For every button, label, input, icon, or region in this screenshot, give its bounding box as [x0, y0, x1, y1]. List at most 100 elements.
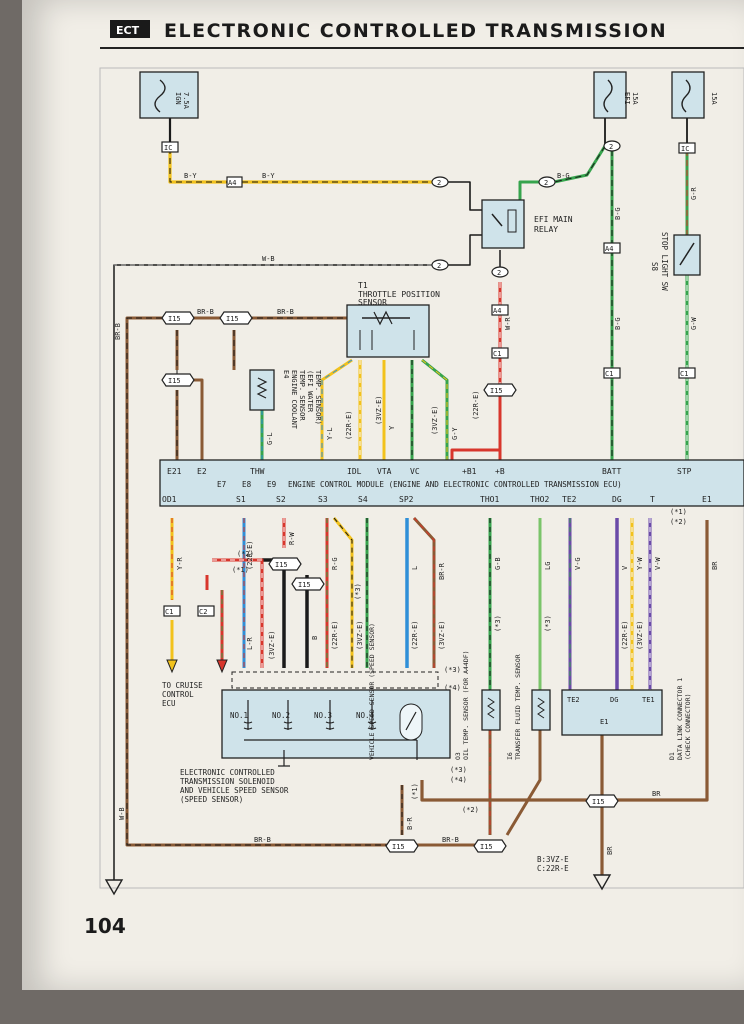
svg-text:A4: A4	[605, 245, 613, 253]
variant-22r-6: (22R-E)	[621, 620, 629, 650]
svg-text:C1: C1	[493, 350, 501, 358]
pin-b: +B	[495, 467, 505, 476]
wire-lr: L-R	[246, 637, 254, 650]
wire-wr: W-R	[504, 317, 512, 330]
dlc-l2: (CHECK CONNECTOR)	[684, 693, 692, 760]
variant-3vz-1: (3VZ-E)	[375, 395, 383, 425]
stop-light-switch: STOP LIGHT SW S8	[650, 232, 701, 291]
ecm-label: ENGINE CONTROL MODULE (ENGINE AND ELECTR…	[288, 480, 622, 489]
svg-text:2: 2	[437, 179, 441, 187]
stop-switch-id: S8	[650, 262, 659, 272]
fuse-stop: 15A	[671, 71, 718, 119]
efi-main-relay: EFI MAIN RELAY	[481, 199, 573, 249]
connectors: IC A4 2 2 2 IC 2 2 A4 C1 A4 C1 C1 I15 I1…	[161, 140, 696, 853]
ect-badge-text: ECT	[116, 24, 140, 37]
variant-22r-4: (22R-E)	[331, 620, 339, 650]
wire-rg: R-G	[331, 557, 339, 570]
wire-bg-2: B-G	[614, 207, 622, 220]
pin-tho1: THO1	[480, 495, 499, 504]
oil-temp-label: OIL TEMP. SENSOR (FOR A44DF)	[462, 650, 470, 760]
coolant-l2: TEMP. SENSOR	[298, 370, 306, 421]
wire-labels: B-Y B-Y B-G W-B BR-B BR-B BR-B W-R B-G B…	[114, 172, 719, 855]
solenoid-no3: NO.3	[314, 711, 332, 720]
pin-s2: S2	[276, 495, 286, 504]
wire-l: L	[411, 566, 419, 570]
svg-text:IC: IC	[681, 145, 689, 153]
transfer-id: I6	[506, 752, 514, 760]
coolant-l3: (EFI WATER	[306, 370, 314, 413]
dlc-pin-dg: DG	[610, 696, 618, 704]
wire-b: B	[311, 636, 319, 640]
transfer-fluid-sensor: TRANSFER FLUID TEMP. SENSOR I6	[506, 654, 551, 760]
page-frame	[99, 67, 744, 889]
solenoid-no4: NO.4	[356, 711, 375, 720]
svg-text:I15: I15	[298, 581, 311, 589]
solenoid-l2: TRANSMISSION SOLENOID	[180, 777, 275, 786]
pin-sp2: SP2	[399, 495, 414, 504]
mark-3a: (*3)	[354, 583, 362, 600]
svg-text:A4: A4	[228, 179, 236, 187]
mark-3b: (*3)	[494, 615, 502, 632]
wire-gl: G-L	[266, 432, 274, 445]
svg-text:2: 2	[544, 179, 548, 187]
svg-text:C1: C1	[680, 370, 688, 378]
legend-b: B:3VZ-E	[537, 855, 569, 864]
variant-3vz-4: (3VZ-E)	[356, 620, 364, 650]
pin-dg: DG	[612, 495, 622, 504]
cruise-arrows: TO CRUISE CONTROL ECU	[162, 659, 228, 708]
dlc-pin-te2: TE2	[567, 696, 580, 704]
wire-brb-4: BR-B	[254, 836, 271, 844]
variant-3vz-2: (3VZ-E)	[431, 405, 439, 435]
ecm-conn-e7: E7	[217, 480, 226, 489]
svg-text:2: 2	[437, 262, 441, 270]
cruise-l3: ECU	[162, 699, 176, 708]
tps-id: T1	[358, 281, 368, 290]
pin-t: T	[650, 495, 655, 504]
wires	[113, 118, 709, 880]
variant-22r-3: (22R-E)	[246, 540, 254, 570]
wire-y: Y	[388, 425, 396, 430]
svg-text:I15: I15	[490, 387, 503, 395]
svg-text:I15: I15	[480, 843, 493, 851]
pin-s4: S4	[358, 495, 368, 504]
wire-yw: Y-W	[636, 557, 644, 570]
mark-3d: (*3)	[444, 666, 461, 674]
pin-e2: E2	[197, 467, 207, 476]
svg-text:C1: C1	[165, 608, 173, 616]
mark-3c: (*3)	[544, 615, 552, 632]
dlc-l1: DATA LINK CONNECTOR 1	[676, 678, 684, 760]
cruise-l2: CONTROL	[162, 690, 194, 699]
pin-vta: VTA	[377, 467, 392, 476]
mark-1c: (*1)	[670, 508, 687, 516]
fuse-efi-name: EFI	[623, 92, 631, 105]
coolant-id: E4	[282, 370, 290, 378]
variant-22r-5: (22R-E)	[411, 620, 419, 650]
solenoid-l3: AND VEHICLE SPEED SENSOR	[180, 786, 289, 795]
wire-wb-2: W-B	[118, 807, 126, 820]
variant-3vz-3: (3VZ-E)	[268, 630, 276, 660]
dlc-pin-te1: TE1	[642, 696, 655, 704]
transmission-solenoid: NO.1 NO.2 NO.3 NO.4 VEHICLE SPEED SENSOR…	[180, 623, 451, 804]
coolant-l1: ENGINE COOLANT	[290, 370, 298, 430]
wire-gy: G-Y	[451, 427, 459, 440]
dlc-pin-e1: E1	[600, 718, 608, 726]
svg-text:I15: I15	[168, 315, 181, 323]
relay-name-2: RELAY	[534, 225, 558, 234]
oil-temp-id: O3	[454, 752, 462, 760]
pin-od1: OD1	[162, 495, 177, 504]
fuse-ign-name: IGN	[174, 92, 182, 105]
wire-br: BR	[711, 561, 719, 570]
svg-text:2: 2	[497, 269, 501, 277]
wire-brr: BR-R	[438, 562, 446, 580]
ecm-conn-e8: E8	[242, 480, 252, 489]
wire-bg-3: B-G	[614, 317, 622, 330]
throttle-position-sensor: T1 THROTTLE POSITION SENSOR	[346, 281, 440, 358]
solenoid-l4: (SPEED SENSOR)	[180, 795, 243, 804]
ecm-conn-e9: E9	[267, 480, 277, 489]
wire-gr: G-R	[690, 187, 698, 200]
pin-idl: IDL	[347, 467, 362, 476]
wire-by-1: B-Y	[184, 172, 197, 180]
dlc-id: D1	[668, 752, 676, 760]
fuse-stop-amp: 15A	[710, 92, 718, 105]
svg-text:C1: C1	[605, 370, 613, 378]
